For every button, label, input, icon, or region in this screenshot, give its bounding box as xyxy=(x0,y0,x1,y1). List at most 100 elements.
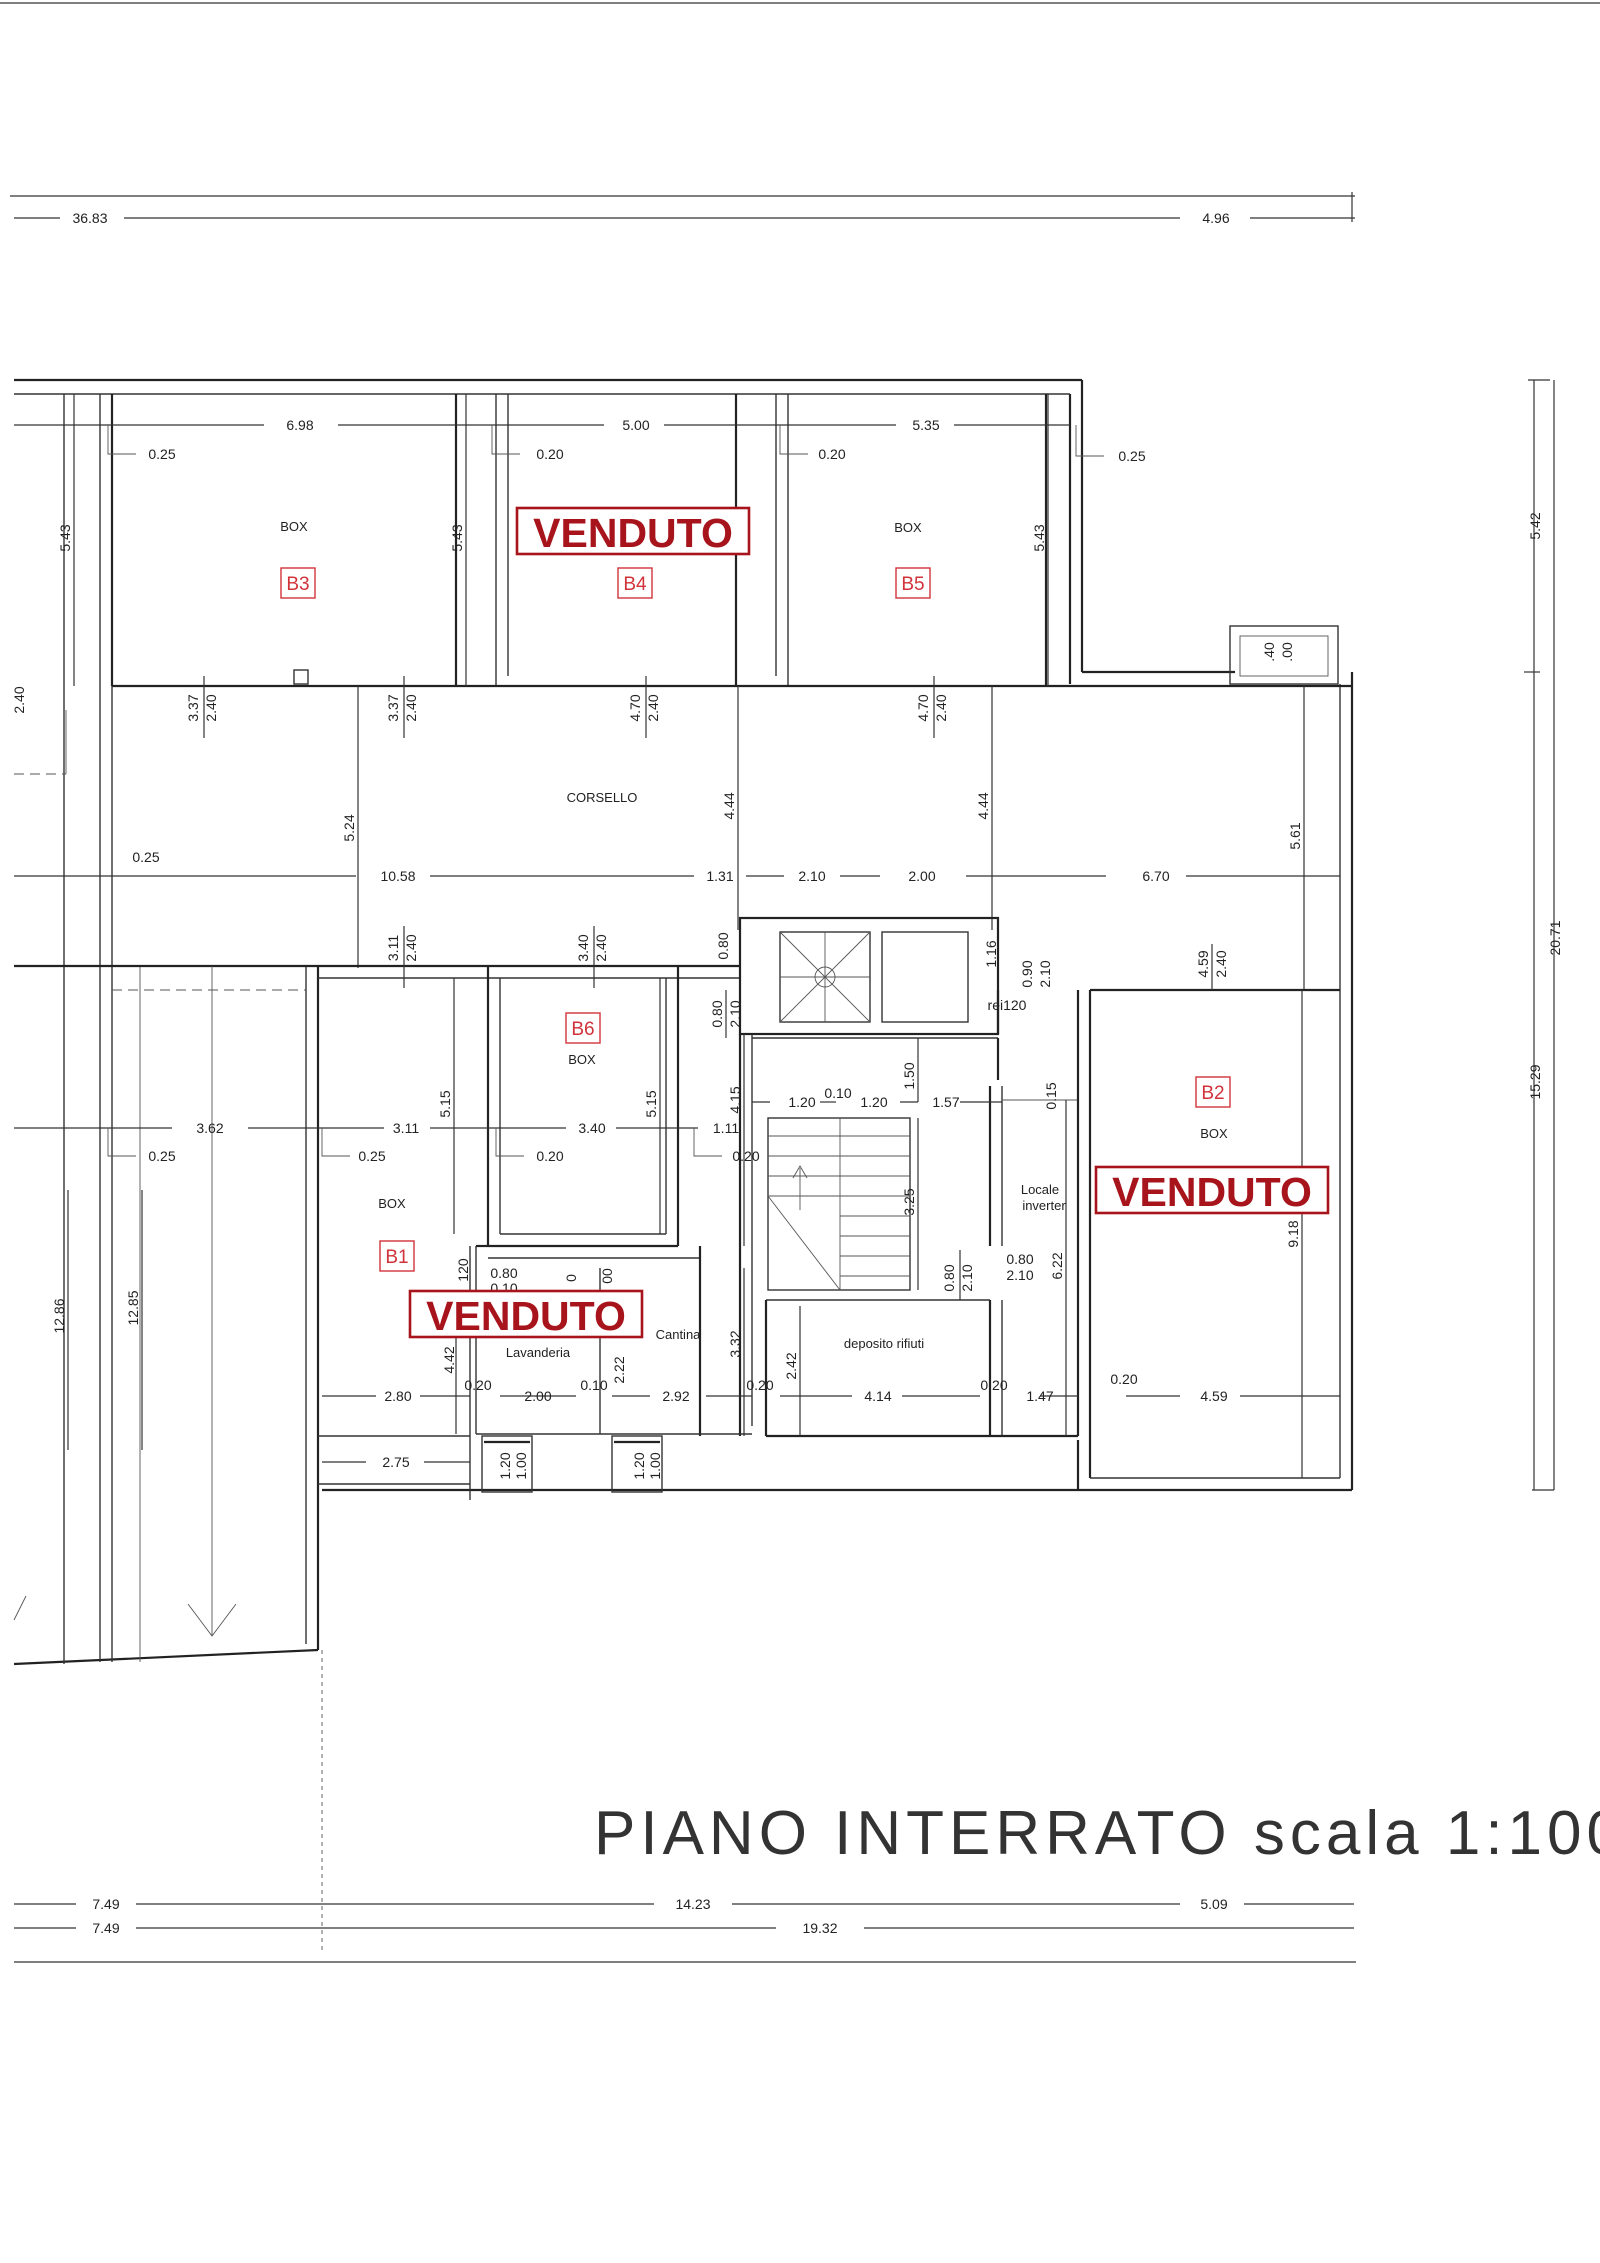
dim-label: 2.80 xyxy=(384,1388,411,1404)
dim-label: 2.10 xyxy=(959,1264,975,1291)
dim-label: 0 xyxy=(563,1274,579,1282)
dim-label: 0.15 xyxy=(1043,1082,1059,1109)
dim-label: 0.80 xyxy=(941,1264,957,1291)
dim-label: 4.42 xyxy=(441,1346,457,1373)
dim-label: 2.00 xyxy=(524,1388,551,1404)
room-label-lavanderia: Lavanderia xyxy=(506,1345,571,1360)
room-label-box: BOX xyxy=(280,519,308,534)
box-id-b4: B4 xyxy=(623,574,647,595)
dim-label: 0.25 xyxy=(148,1148,175,1164)
dim-label: 0.20 xyxy=(1110,1371,1137,1387)
dim-label: 6.98 xyxy=(286,417,313,433)
box-id-b6: B6 xyxy=(571,1019,594,1040)
box-id-tags: B3 B4 B5 B6 B1 B2 xyxy=(280,567,1231,1272)
dim-label: .40 xyxy=(1261,642,1277,662)
dim-label: 0.80 xyxy=(715,932,731,959)
room-label-corsello: CORSELLO xyxy=(567,790,638,805)
dim-label: 3.40 xyxy=(575,934,591,961)
dim-label: 0.20 xyxy=(818,446,845,462)
dim-label: 120 xyxy=(455,1258,471,1282)
room-labels-mid: BOX BOX BOX Locale inverter Lavanderia C… xyxy=(378,1052,1228,1360)
dim-label: 2.40 xyxy=(403,934,419,961)
dim-label: 0.25 xyxy=(358,1148,385,1164)
left-fragment: 2.40 xyxy=(11,686,67,1621)
box-id-b5: B5 xyxy=(901,574,924,595)
dim-label: 0.25 xyxy=(132,849,159,865)
dim-label: 1.20 xyxy=(497,1452,513,1479)
dim-label: 1.50 xyxy=(901,1062,917,1089)
dim-label: 36.83 xyxy=(72,210,107,226)
dim-label: 19.32 xyxy=(802,1920,837,1936)
outer-walls xyxy=(13,378,1354,1666)
room-label-box: BOX xyxy=(568,1052,596,1067)
plan-title: PIANO INTERRATO scala 1:100 xyxy=(594,1799,1600,1868)
dim-label: 5.35 xyxy=(912,417,939,433)
dim-label: 0.25 xyxy=(148,446,175,462)
box-id-b2: B2 xyxy=(1201,1083,1224,1104)
dim-label: 1.11 xyxy=(713,1120,739,1136)
dim-label: 3.37 xyxy=(185,694,201,721)
dim-label: 1.00 xyxy=(513,1452,529,1479)
dim-label: 2.10 xyxy=(1037,960,1053,987)
dim-label: 5.24 xyxy=(341,814,357,841)
dim-label: 1.31 xyxy=(706,868,733,884)
dim-label: 6.22 xyxy=(1049,1252,1065,1279)
room-label-inverter: inverter xyxy=(1022,1198,1066,1213)
dim-label: 1.57 xyxy=(932,1094,959,1110)
dim-label: 2.00 xyxy=(908,868,935,884)
dim-label: 1.20 xyxy=(788,1094,815,1110)
dim-label: 4.59 xyxy=(1200,1388,1227,1404)
dim-label: 14.23 xyxy=(675,1896,710,1912)
dim-label: 0.20 xyxy=(732,1148,759,1164)
dim-label: 2.75 xyxy=(382,1454,409,1470)
room-label-deposito: deposito rifiuti xyxy=(844,1336,924,1351)
dim-label: 4.59 xyxy=(1195,950,1211,977)
dim-label: 5.43 xyxy=(1031,524,1047,551)
dim-label: 0.10 xyxy=(580,1377,607,1393)
dim-label: 4.14 xyxy=(864,1388,891,1404)
dim-label: 2.40 xyxy=(593,934,609,961)
mid-walls xyxy=(14,916,1340,1637)
dim-label: 0.20 xyxy=(464,1377,491,1393)
dim-label: 3.25 xyxy=(901,1188,917,1215)
dim-label: 4.70 xyxy=(627,694,643,721)
dim-label: 4.44 xyxy=(975,792,991,819)
dim-label: 2.42 xyxy=(783,1352,799,1379)
dim-label: 2.40 xyxy=(1213,950,1229,977)
dim-label: 15.29 xyxy=(1527,1064,1543,1099)
dim-label: 0.80 xyxy=(709,1000,725,1027)
dim-label: 0.25 xyxy=(1118,448,1145,464)
dim-label: 2.40 xyxy=(403,694,419,721)
dim-label: 2.10 xyxy=(798,868,825,884)
room-label-box: BOX xyxy=(378,1196,406,1211)
dim-label: 4.96 xyxy=(1202,210,1229,226)
dim-label: 5.09 xyxy=(1200,1896,1227,1912)
dim-label: 1.20 xyxy=(631,1452,647,1479)
dim-label: 0.80 xyxy=(1006,1251,1033,1267)
dim-label: 2.40 xyxy=(203,694,219,721)
dim-label: 1.20 xyxy=(860,1094,887,1110)
dim-label: 9.18 xyxy=(1285,1220,1301,1247)
room-label-locale: Locale xyxy=(1021,1182,1059,1197)
openings-top: 3.37 2.40 3.37 2.40 4.70 2.40 4.70 2.40 … xyxy=(185,642,1295,738)
dim-label: 3.32 xyxy=(727,1330,743,1357)
dim-label: 4.15 xyxy=(727,1086,743,1113)
room-label-box: BOX xyxy=(894,520,922,535)
dim-label: 5.61 xyxy=(1287,822,1303,849)
dim-label: 3.11 xyxy=(385,935,401,961)
dim-label: 12.86 xyxy=(51,1298,67,1333)
sold-stamps: VENDUTO VENDUTO VENDUTO xyxy=(408,506,1330,1339)
box-id-b3: B3 xyxy=(286,574,309,595)
dim-label: 2.40 xyxy=(645,694,661,721)
dim-label: 2.40 xyxy=(933,694,949,721)
dim-label: 1.00 xyxy=(647,1452,663,1479)
dim-label: 5.15 xyxy=(437,1090,453,1117)
dim-label: 0.10 xyxy=(824,1085,851,1101)
dim-label: 3.11 xyxy=(393,1120,419,1136)
dim-label: 2.10 xyxy=(727,1000,743,1027)
dim-top-overall: 36.83 4.96 xyxy=(10,192,1355,226)
svg-text:2.40: 2.40 xyxy=(11,686,27,713)
dim-label: 00 xyxy=(599,1268,615,1284)
dim-label: .00 xyxy=(1279,642,1295,662)
